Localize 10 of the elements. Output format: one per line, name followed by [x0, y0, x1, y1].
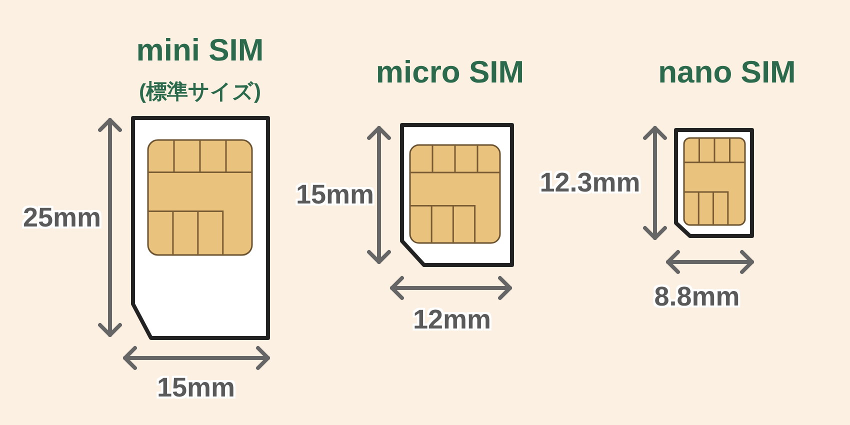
dimension-label: 25mm	[22, 204, 102, 232]
dimension-label: 8.8mm	[654, 284, 740, 310]
dimension-label: 15mm	[296, 182, 374, 208]
card-subtitle: (標準サイズ)	[139, 82, 261, 102]
dimension-label: 12.3mm	[540, 170, 640, 196]
dimension-label: 15mm	[156, 374, 236, 402]
dimension-label: 12mm	[412, 306, 492, 334]
card-title: mini SIM	[136, 34, 264, 66]
card-title: micro SIM	[376, 56, 524, 88]
card-title: nano SIM	[658, 56, 796, 88]
